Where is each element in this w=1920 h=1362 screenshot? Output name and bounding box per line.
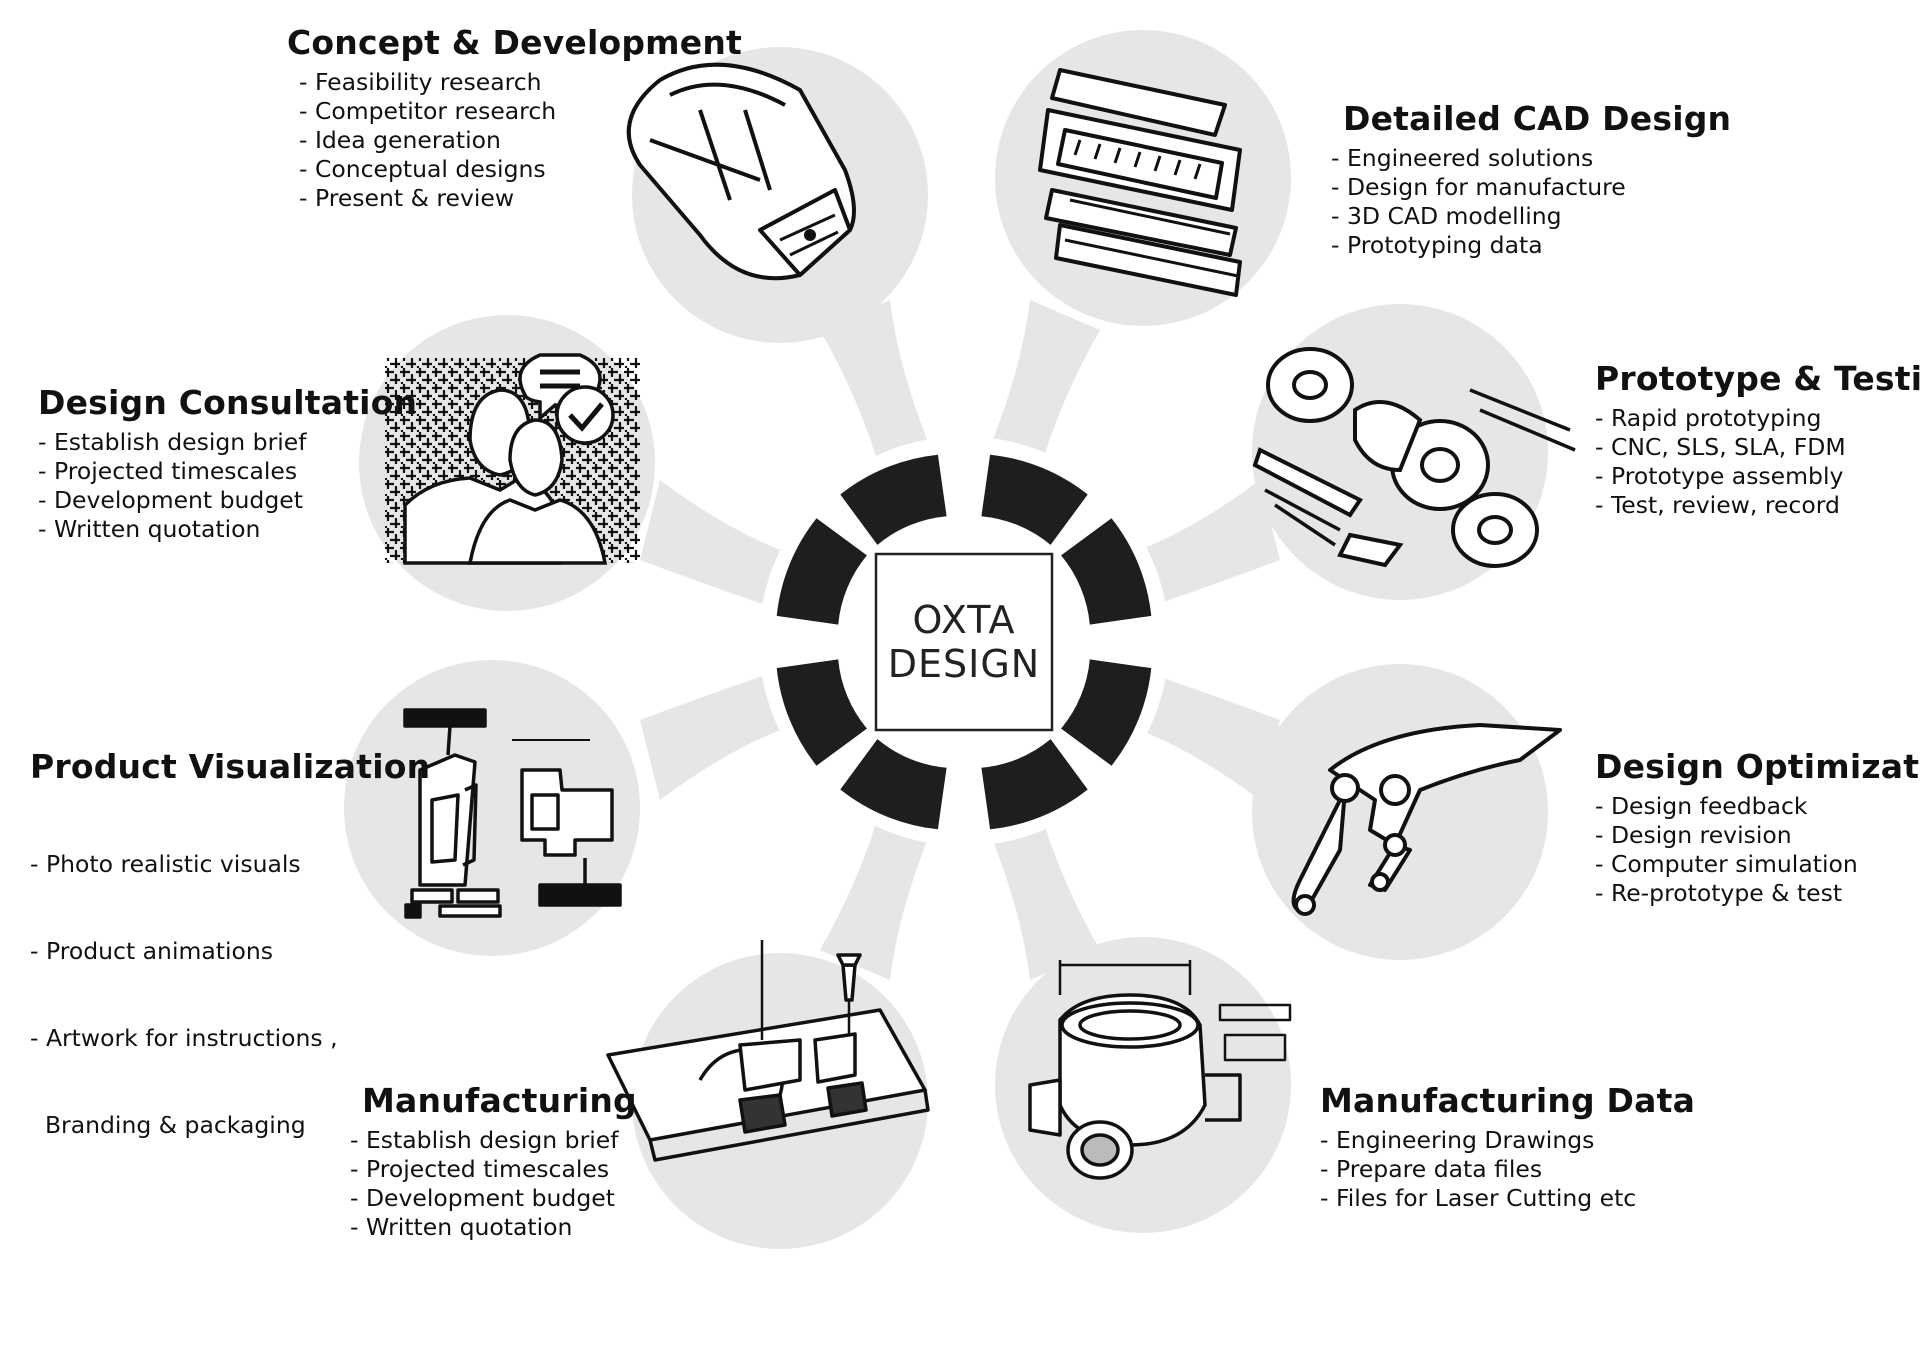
stage-item-list: - Engineered solutions - Design for manu… [1331, 144, 1731, 260]
stage-item: - Development budget [350, 1184, 615, 1212]
stage-manufacturing: Manufacturing - Establish design brief -… [350, 1082, 637, 1242]
stage-title: Prototype & Testing [1595, 359, 1920, 398]
stage-item: - 3D CAD modelling [1331, 202, 1562, 230]
stage-item: - Establish design brief [38, 428, 307, 456]
stage-item: - CNC, SLS, SLA, FDM [1595, 433, 1846, 461]
exploded-keyboard-illustration [1038, 68, 1242, 297]
connector-manufacturing [820, 810, 940, 980]
stage-title: Manufacturing [362, 1081, 637, 1120]
segmented-ring [776, 454, 1152, 830]
stage-item: - Rapid prototyping [1595, 404, 1822, 432]
stage-item-list: - Rapid prototyping - CNC, SLS, SLA, FDM… [1595, 404, 1920, 520]
headlamp-illustration [626, 62, 856, 281]
stage-concept-development: Concept & Development - Feasibility rese… [287, 24, 742, 213]
center-box [874, 552, 1054, 732]
stage-design-consultation: Design Consultation - Establish design b… [38, 384, 417, 544]
stage-item: - Engineering Drawings [1320, 1126, 1595, 1154]
stage-detailed-cad-design: Detailed CAD Design - Engineered solutio… [1331, 99, 1732, 260]
stage-item: - Prototype assembly [1595, 462, 1844, 490]
engineering-drawing-illustration [1028, 960, 1292, 1180]
stage-item-list: - Establish design brief - Projected tim… [350, 1126, 637, 1242]
stage-prototype-testing: Prototype & Testing - Rapid prototyping … [1595, 360, 1920, 520]
stage-item: - Computer simulation [1595, 850, 1858, 878]
connector-mfg-data [980, 810, 1100, 980]
stage-design-optimization: Design Optimization - Design feedback - … [1595, 748, 1920, 908]
center-label-line1: OXTA [912, 598, 1016, 642]
center-label-line2: DESIGN [887, 642, 1041, 686]
stage-title: Manufacturing Data [1320, 1081, 1696, 1120]
connector-cad [980, 300, 1100, 470]
ring-segment-bottom-right [981, 739, 1088, 830]
ring-segment-left-lower [776, 659, 867, 766]
stage-item: - Design revision [1595, 821, 1792, 849]
linkage-arm-illustration [1291, 723, 1562, 916]
stage-item: - Written quotation [38, 515, 261, 543]
cnc-machining-illustration [606, 940, 930, 1162]
stage-title: Product Visualization [30, 747, 431, 786]
stage-item: - Prototyping data [1331, 231, 1543, 259]
ring-segment-right-upper [1061, 518, 1152, 625]
stage-item-list: - Engineering Drawings - Prepare data fi… [1320, 1126, 1695, 1213]
stage-item-list: - Design feedback - Design revision - Co… [1595, 792, 1920, 908]
stage-item: - Test, review, record [1595, 491, 1840, 519]
ring-segment-top-right [981, 454, 1088, 545]
stage-item: - Product animations [30, 937, 274, 965]
stage-item: - Projected timescales [38, 457, 298, 485]
center-logo-label: OXTA DESIGN [876, 554, 1052, 730]
stage-item: Branding & packaging [30, 1111, 306, 1139]
stage-item: - Idea generation [299, 126, 501, 154]
stage-item: - Feasibility research [299, 68, 542, 96]
stage-item: - Prepare data files [1320, 1155, 1543, 1183]
stage-item: - Conceptual designs [299, 155, 546, 183]
ring-segment-bottom-left [840, 739, 947, 830]
stage-item: - Present & review [299, 184, 515, 212]
stage-item-list: - Photo realistic visuals - Product anim… [30, 792, 430, 1198]
stage-item: - Files for Laser Cutting etc [1320, 1184, 1637, 1212]
stage-item: - Development budget [38, 486, 303, 514]
ring-segment-left-upper [776, 518, 867, 625]
stage-item: - Engineered solutions [1331, 144, 1594, 172]
connector-concept [820, 300, 940, 470]
stage-title: Concept & Development [287, 23, 742, 62]
stage-item-list: - Establish design brief - Projected tim… [38, 428, 417, 544]
stage-item: - Competitor research [299, 97, 557, 125]
flange-assembly-illustration [1252, 347, 1576, 568]
ring-segment-top-left [840, 454, 947, 545]
stage-title: Detailed CAD Design [1343, 99, 1732, 138]
stage-item: - Written quotation [350, 1213, 573, 1241]
stage-title: Design Consultation [38, 383, 418, 422]
stage-item: - Projected timescales [350, 1155, 610, 1183]
circle-visualization [344, 660, 640, 956]
stage-title: Design Optimization [1595, 747, 1920, 786]
stage-item-list: - Feasibility research - Competitor rese… [287, 68, 742, 213]
ring-segment-right-lower [1061, 659, 1152, 766]
consultation-people-illustration [385, 353, 640, 565]
stage-product-visualization: Product Visualization - Photo realistic … [30, 748, 430, 1198]
stage-item: - Re-prototype & test [1595, 879, 1843, 907]
stage-manufacturing-data: Manufacturing Data - Engineering Drawing… [1320, 1082, 1695, 1213]
packaging-dieline-illustration [403, 708, 622, 919]
stage-item: - Design for manufacture [1331, 173, 1626, 201]
stage-item: - Photo realistic visuals [30, 850, 301, 878]
stage-item: - Establish design brief [350, 1126, 619, 1154]
connector-group [640, 300, 1280, 980]
stage-item: - Design feedback [1595, 792, 1808, 820]
stage-item: - Artwork for instructions , [30, 1024, 338, 1052]
